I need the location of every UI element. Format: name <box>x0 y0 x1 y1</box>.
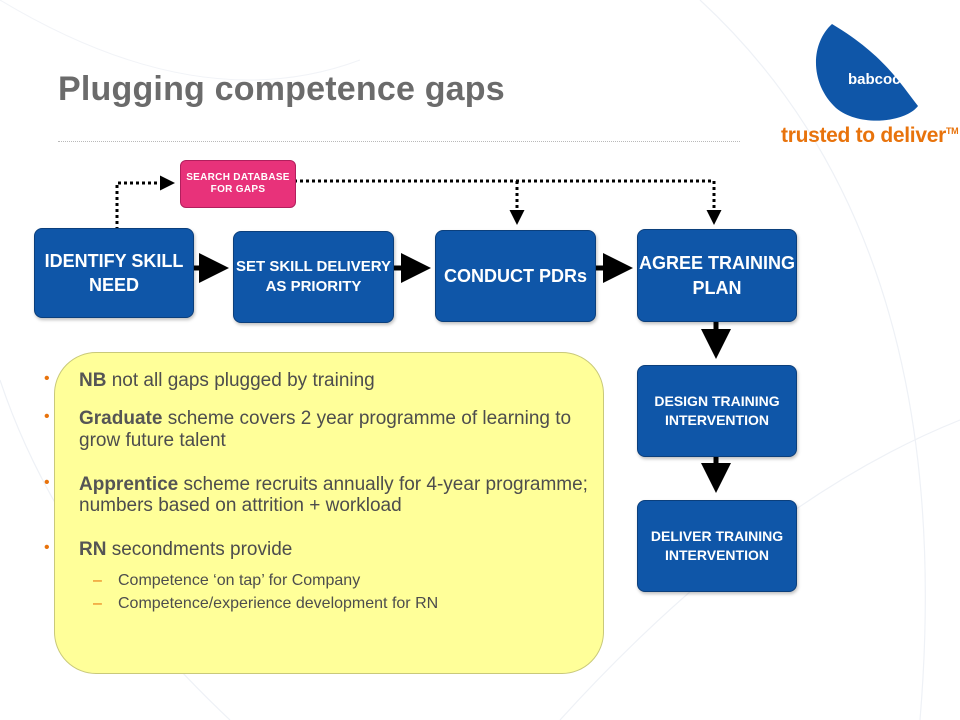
logo-text: babcock <box>848 71 910 88</box>
sub-note-text: Competence/experience development for RN <box>118 595 439 613</box>
note-keyword: RN <box>79 539 107 561</box>
babcock-logo: babcock <box>815 24 918 121</box>
brand-tagline-text: trusted to deliver <box>781 124 946 147</box>
sub-note-text: Competence ‘on tap’ for Company <box>118 572 361 590</box>
note-item: • NB not all gaps plugged by training <box>44 370 589 392</box>
note-text: secondments provide <box>106 539 293 561</box>
solid-arrows <box>193 253 731 493</box>
note-keyword: Apprentice <box>79 473 179 495</box>
page-title: Plugging competence gaps <box>58 70 505 108</box>
dash-icon: – <box>93 572 102 590</box>
identify-skill-need-box: IDENTIFY SKILL NEED <box>34 228 194 318</box>
conduct-pdrs-box: CONDUCT PDRs <box>435 230 596 322</box>
note-item: • RN secondments provide <box>44 539 589 561</box>
sub-note-item: –Competence/experience development for R… <box>44 594 589 613</box>
note-text: scheme covers 2 year programme of learni… <box>79 407 572 451</box>
note-keyword: Graduate <box>79 407 163 429</box>
bullet-icon: • <box>44 370 50 387</box>
bullet-icon: • <box>44 407 50 425</box>
note-keyword: NB <box>79 370 107 391</box>
agree-training-plan-box: AGREE TRAINING PLAN <box>637 229 797 322</box>
brand-tagline: trusted to deliverTM <box>781 124 959 148</box>
sub-note-item: –Competence ‘on tap’ for Company <box>44 571 589 590</box>
trademark: TM <box>945 126 959 136</box>
note-item: • Graduate scheme covers 2 year programme… <box>44 408 589 452</box>
title-divider <box>58 141 740 142</box>
note-text: scheme recruits annually for 4-year prog… <box>79 473 588 517</box>
dash-icon: – <box>93 595 102 613</box>
design-training-intervention-box: DESIGN TRAINING INTERVENTION <box>637 365 797 457</box>
set-skill-delivery-box: SET SKILL DELIVERY AS PRIORITY <box>233 231 394 323</box>
notes-list: • NB not all gaps plugged by training • Gr… <box>44 370 589 625</box>
deliver-training-intervention-box: DELIVER TRAINING INTERVENTION <box>637 500 797 592</box>
bullet-icon: • <box>44 539 50 557</box>
bullet-icon: • <box>44 473 50 491</box>
notes-panel <box>54 352 604 674</box>
note-text: not all gaps plugged by training <box>106 370 375 391</box>
dotted-connectors <box>115 175 722 230</box>
note-item: • Apprentice scheme recruits annually for… <box>44 474 589 518</box>
search-database-box: SEARCH DATABASE FOR GAPS <box>180 160 296 208</box>
